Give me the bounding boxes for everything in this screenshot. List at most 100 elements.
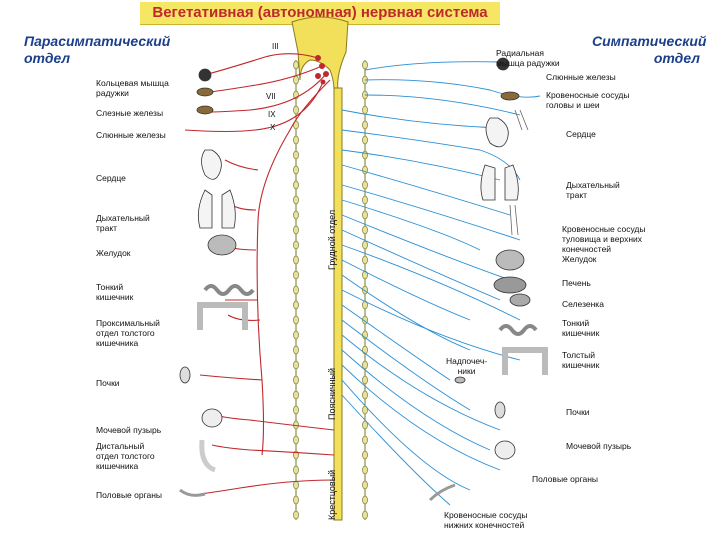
chain-ganglion — [362, 375, 368, 385]
lungs-icon — [197, 189, 236, 229]
chain-ganglion — [293, 195, 299, 205]
chain-ganglion — [293, 135, 299, 145]
brainstem — [291, 16, 349, 91]
left-organ-icons — [179, 68, 255, 497]
right-label-trunk-vessels: Кровеносные сосуды туловища и верхних ко… — [562, 224, 646, 254]
small-intestine-icon — [203, 284, 255, 296]
right-label-large-intestine: Толстый кишечник — [562, 350, 600, 370]
left-label-bladder: Мочевой пузырь — [96, 425, 162, 435]
chain-ganglion — [362, 120, 368, 130]
chain-ganglion — [293, 60, 299, 70]
chain-ganglion — [293, 285, 299, 295]
right-label-respiratory: Дыхательный тракт — [566, 180, 620, 200]
genital-organs-icon — [179, 488, 206, 497]
chain-ganglion — [293, 75, 299, 85]
chain-ganglia — [293, 60, 368, 520]
right-label-bladder: Мочевой пузырь — [566, 441, 632, 451]
bladder-icon — [201, 408, 223, 428]
genital-organs-icon — [428, 483, 456, 502]
chain-ganglion — [293, 300, 299, 310]
right-organ-icons — [428, 57, 548, 502]
right-label-adrenals: Надпочеч- ники — [446, 356, 488, 376]
chain-ganglion — [362, 225, 368, 235]
eye-icon — [198, 68, 212, 82]
right-label-liver: Печень — [562, 278, 591, 288]
chain-ganglion — [293, 480, 299, 490]
right-label-kidneys: Почки — [566, 407, 590, 417]
right-label-head-vessels: Кровеносные сосуды головы и шеи — [546, 90, 630, 110]
chain-ganglion — [293, 255, 299, 265]
chain-ganglion — [362, 195, 368, 205]
parasympathetic-header: Парасимпатический отдел — [24, 33, 171, 66]
chain-ganglion — [362, 210, 368, 220]
chain-ganglion — [293, 210, 299, 220]
left-label-genitals: Половые органы — [96, 490, 163, 500]
chain-ganglion — [293, 180, 299, 190]
chain-ganglion — [362, 105, 368, 115]
left-label-small-intestine: Тонкий кишечник — [96, 282, 134, 302]
small-intestine-icon — [498, 324, 538, 336]
chain-ganglion — [362, 480, 368, 490]
spinal-cord — [333, 87, 343, 521]
large-intestine-icon — [197, 302, 248, 330]
chain-ganglion — [293, 165, 299, 175]
chain-ganglion — [293, 495, 299, 505]
distal-colon-icon — [199, 439, 216, 473]
chain-ganglion — [293, 240, 299, 250]
heart-icon — [201, 149, 222, 180]
cranial-nerve-IX: IX — [268, 110, 276, 119]
left-label-salivary: Слюнные железы — [96, 130, 166, 140]
chain-ganglion — [362, 360, 368, 370]
left-label-respiratory: Дыхательный тракт — [96, 213, 150, 233]
kidney-icon — [494, 401, 506, 419]
left-label-lacrimal: Слезные железы — [96, 108, 164, 118]
chain-ganglion — [293, 225, 299, 235]
right-label-salivary: Слюнные железы — [546, 72, 616, 82]
chain-ganglion — [293, 390, 299, 400]
bladder-icon — [494, 440, 516, 460]
right-label-stomach: Желудок — [562, 254, 597, 264]
vessels-trunk-icon — [509, 204, 519, 236]
chain-ganglion — [362, 255, 368, 265]
spleen-icon — [509, 293, 531, 307]
chain-ganglion — [293, 270, 299, 280]
sacral-section-label: Крестцовый — [327, 469, 337, 520]
page-title: Вегетативная (автономная) нервная систем… — [140, 2, 500, 25]
lacrimal-gland-icon — [196, 87, 214, 97]
chain-ganglion — [293, 360, 299, 370]
chain-ganglion — [293, 435, 299, 445]
liver-icon — [493, 276, 527, 294]
right-label-iris-dilator: Радиальная мышца радужки — [496, 48, 560, 68]
right-label-small-intestine: Тонкий кишечник — [562, 318, 600, 338]
chain-ganglion — [362, 180, 368, 190]
chain-ganglion — [293, 375, 299, 385]
salivary-gland-icon — [196, 105, 214, 115]
stomach-icon — [495, 249, 525, 271]
chain-ganglion — [293, 105, 299, 115]
eye-icon — [496, 57, 510, 71]
chain-ganglion — [293, 315, 299, 325]
salivary-gland-icon — [500, 91, 520, 101]
cranial-nerve-X: X — [270, 123, 276, 132]
chain-ganglion — [293, 150, 299, 160]
chain-ganglion — [362, 60, 368, 70]
vessels-head-icon — [514, 109, 529, 131]
chain-ganglion — [362, 450, 368, 460]
adrenal-icon — [454, 376, 466, 384]
chain-ganglion — [362, 435, 368, 445]
chain-ganglion — [293, 405, 299, 415]
chain-ganglion — [293, 120, 299, 130]
chain-ganglion — [362, 135, 368, 145]
left-label-stomach: Желудок — [96, 248, 131, 258]
sympathetic-header: Симпатический отдел — [592, 33, 707, 66]
lumbar-section-label: Поясничный — [327, 367, 337, 420]
left-label-kidneys: Почки — [96, 378, 120, 388]
chain-ganglion — [362, 390, 368, 400]
chain-ganglion — [362, 165, 368, 175]
chain-ganglion — [293, 345, 299, 355]
sympathetic-fibres — [341, 61, 541, 506]
thoracic-section-label: Грудной отдел — [327, 209, 337, 270]
parasympathetic-fibres — [184, 53, 335, 495]
stomach-icon — [207, 234, 237, 256]
